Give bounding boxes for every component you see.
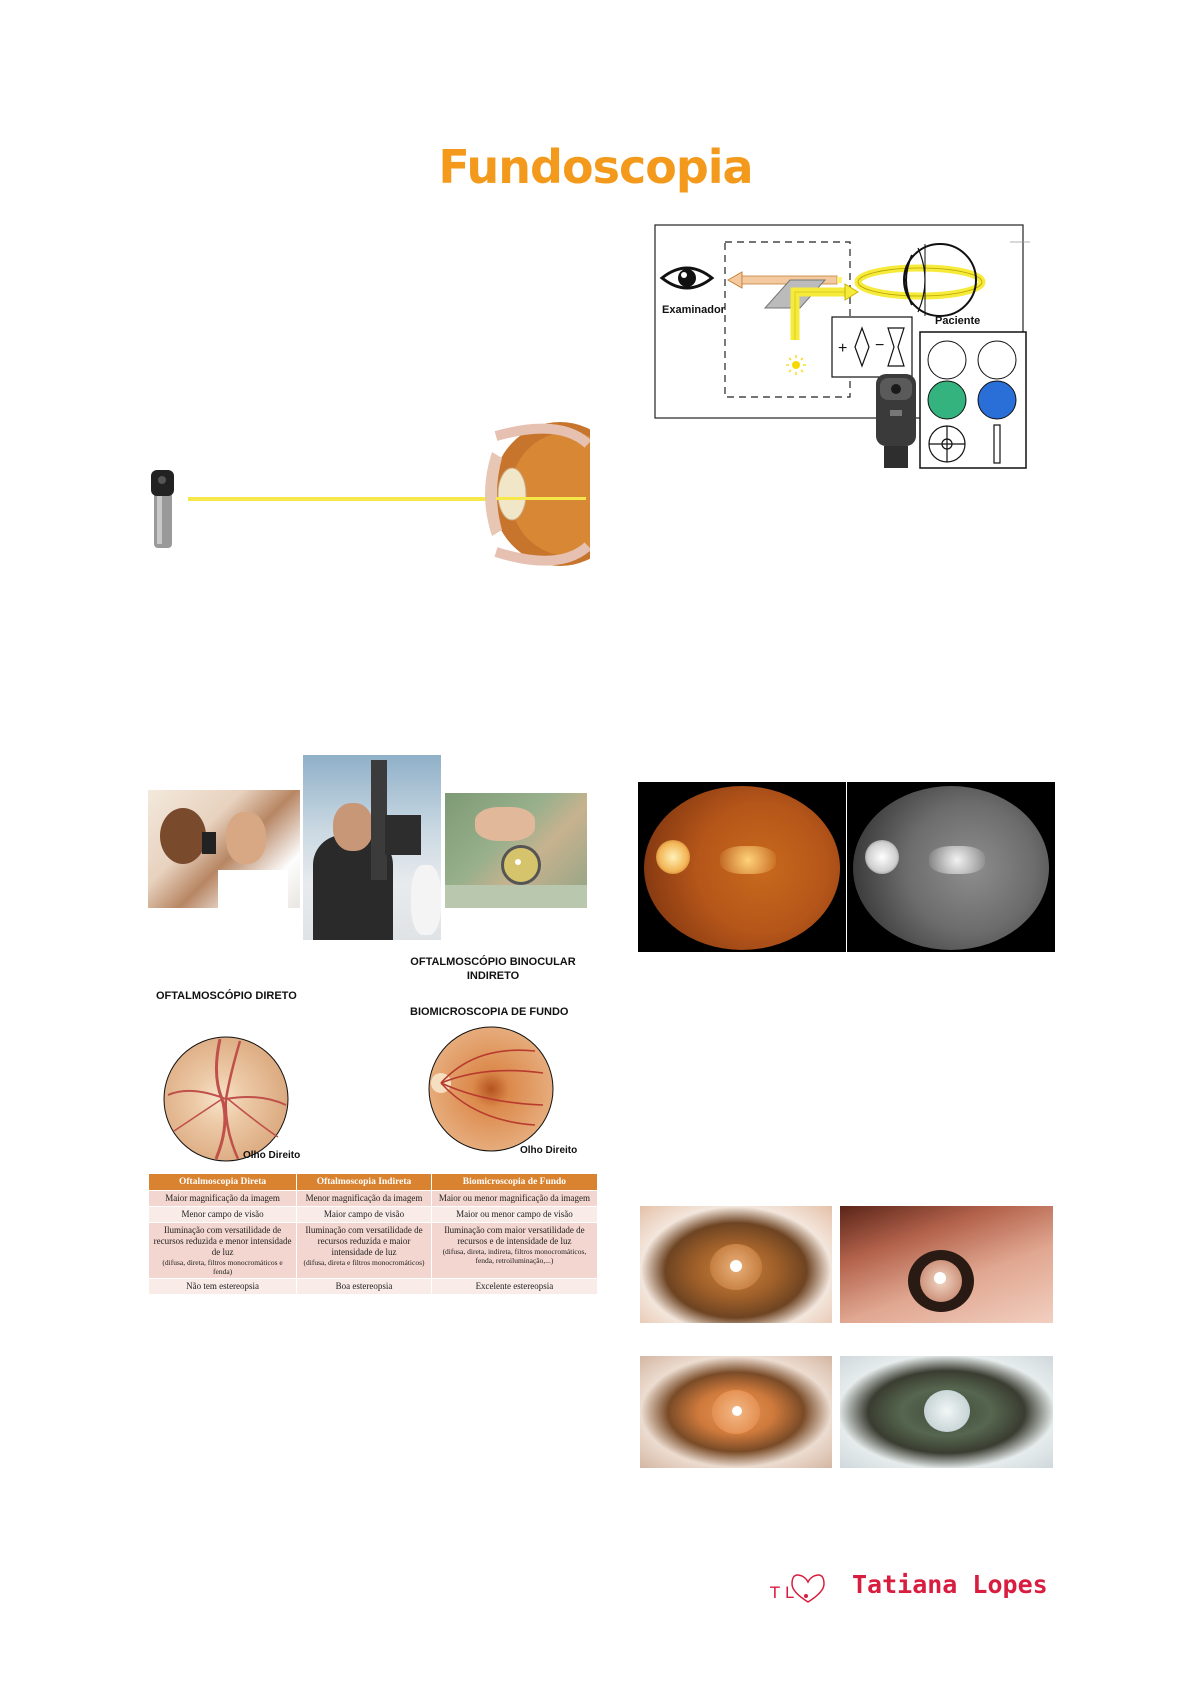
slit-filter-icon — [993, 424, 1001, 464]
svg-text:−: − — [875, 337, 884, 354]
fundus-color-photo — [638, 782, 846, 952]
signature-logo-icon: T L — [769, 1574, 825, 1603]
macula-fundus-image — [428, 1026, 554, 1152]
ophthalmoscope-beam-illustration — [151, 422, 590, 566]
filter-green — [927, 380, 967, 420]
filter-blue — [977, 380, 1017, 420]
author-signature: Tatiana Lopes — [852, 1570, 1048, 1599]
examiner-label: Examinador — [662, 304, 726, 316]
filter-white-2 — [977, 340, 1017, 380]
svg-text:+: + — [838, 340, 847, 357]
right-eye-label-biomicroscopy: Olho Direito — [520, 1145, 578, 1156]
light-source-icon — [786, 355, 806, 375]
cataract-eye-photo-1 — [640, 1206, 832, 1323]
table-row: Não tem estereopsia Boa estereopsia Exce… — [147, 1278, 599, 1295]
cataract-eye-photo-3 — [640, 1356, 832, 1468]
page-title: Fundoscopia — [438, 140, 753, 194]
table-header: Biomicroscopia de Fundo — [430, 1173, 599, 1191]
optic-disc-fundus-image — [163, 1036, 289, 1162]
examiner-eye-icon — [659, 266, 715, 290]
ophthalmoscope-handle-icon — [151, 470, 174, 548]
eye-cross-section-icon — [485, 422, 590, 566]
fundus-redfree-photo — [847, 782, 1055, 952]
table-header: Oftalmoscopia Direta — [147, 1173, 298, 1191]
indirect-ophthalmoscopy-photo — [445, 793, 587, 908]
reticle-filter-icon — [928, 425, 966, 463]
ophthalmoscope-optics-diagram: + − Examinador Paciente — [654, 224, 1030, 469]
direct-ophthalmoscope-label: OFTALMOSCÓPIO DIRETO — [156, 990, 297, 1002]
direct-ophthalmoscopy-photo — [148, 790, 300, 908]
patient-eye-icon — [903, 243, 977, 317]
table-row: Menor campo de visão Maior campo de visã… — [147, 1206, 599, 1223]
patient-label: Paciente — [935, 315, 980, 327]
cataract-eye-photo-4 — [840, 1356, 1053, 1468]
right-eye-label-direct: Olho Direito — [243, 1150, 301, 1161]
table-header: Oftalmoscopia Indireta — [296, 1173, 432, 1191]
table-row: Iluminação com versatilidade de recursos… — [147, 1222, 599, 1279]
ophthalmoscope-device-icon — [876, 374, 916, 468]
table-row: Maior magnificação da imagem Menor magni… — [147, 1190, 599, 1207]
svg-text:T L: T L — [769, 1583, 794, 1602]
filter-white-1 — [927, 340, 967, 380]
biomicroscopy-label: BIOMICROSCOPIA DE FUNDO — [410, 1006, 569, 1018]
binocular-indirect-label: OFTALMOSCÓPIO BINOCULAR INDIRETO — [410, 956, 576, 982]
cataract-eye-photo-2 — [840, 1206, 1053, 1323]
slit-lamp-photo — [303, 755, 441, 940]
comparison-table: Oftalmoscopia Direta Oftalmoscopia Indir… — [147, 1173, 599, 1295]
